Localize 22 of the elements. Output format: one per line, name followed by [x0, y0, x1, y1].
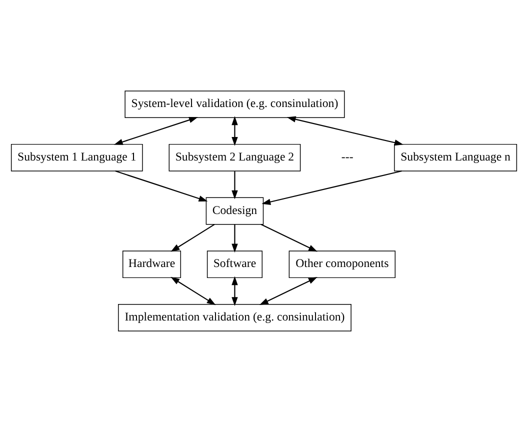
arrow: [260, 223, 318, 252]
label: ---: [341, 148, 354, 163]
arrow: [232, 170, 238, 199]
arrow: [232, 224, 238, 252]
node-box: Other comoponents: [288, 250, 396, 278]
arrow: [232, 276, 238, 306]
arrow: [286, 116, 404, 146]
node-box: System-level validation (e.g. consinulation): [124, 90, 345, 118]
node-box: Subsystem 1 Language 1: [10, 143, 143, 171]
arrow: [232, 116, 238, 146]
arrow: [259, 276, 318, 305]
arrow: [170, 276, 216, 305]
arrow: [114, 116, 198, 144]
arrow: [170, 223, 215, 252]
node-box: Hardware: [122, 250, 181, 278]
arrow: [262, 170, 402, 204]
node-box: Implementation validation (e.g. consinulation): [118, 304, 352, 331]
node-box: Codesign: [206, 196, 264, 224]
node-box: Software: [206, 250, 263, 278]
arrow: [115, 170, 208, 202]
node-box: Subsystem Language n: [394, 143, 518, 171]
node-box: Subsystem 2 Language 2: [168, 143, 301, 171]
